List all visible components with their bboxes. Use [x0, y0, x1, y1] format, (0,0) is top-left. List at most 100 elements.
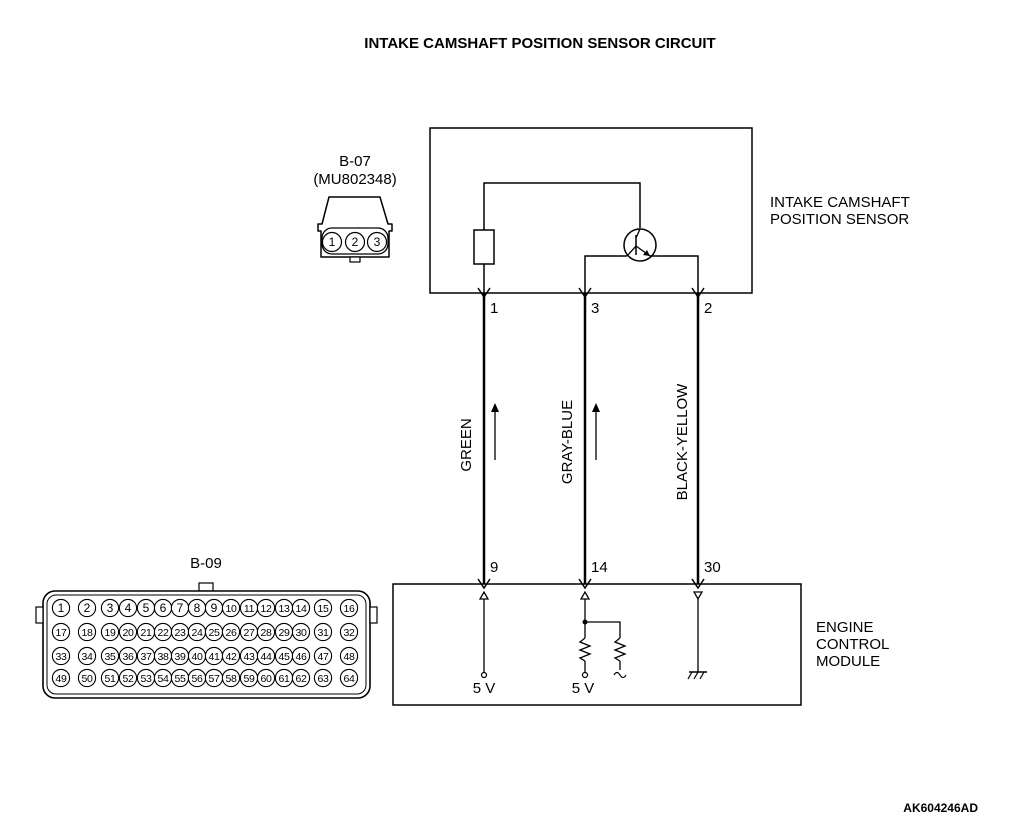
ecm-connector-id: B-09	[190, 555, 222, 572]
sensor-resistor-symbol	[473, 229, 495, 265]
ecm-connector-pin: 39	[174, 651, 186, 663]
ecm-box	[392, 583, 802, 706]
ecm-connector-pin: 8	[194, 601, 201, 615]
ecm-connector-pin: 14	[295, 603, 307, 615]
transistor-icon	[623, 228, 657, 262]
ecm-connector-pin: 29	[278, 627, 290, 639]
ecm-connector-pin-circle	[100, 668, 120, 688]
ecm-connector-pin-circle	[221, 598, 241, 618]
wire-green	[477, 287, 491, 590]
sensor-pin-number: 3	[591, 300, 599, 317]
ecm-connector-pin: 43	[243, 651, 255, 663]
ecm-connector-pin: 45	[278, 651, 290, 663]
ecm-connector-pin-circle	[256, 646, 276, 666]
ecm-connector-pin: 7	[177, 601, 184, 615]
ecm-connector-pin: 1	[58, 601, 65, 615]
ecm-connector-pin: 24	[191, 627, 203, 639]
ecm-connector-pin: 62	[295, 673, 307, 685]
ecm-connector-pin-circle	[313, 598, 333, 618]
ecm-name-line1: ENGINE	[816, 619, 874, 636]
ecm-connector-pin: 47	[317, 651, 329, 663]
ecm-connector-pin-circle	[100, 598, 120, 618]
ecm-connector-pin: 59	[243, 673, 255, 685]
wire-label-gray-blue: GRAY-BLUE	[559, 400, 576, 484]
ecm-connector-pin: 54	[157, 673, 169, 685]
ecm-connector-pin: 46	[295, 651, 307, 663]
ecm-connector-pin-circle	[291, 622, 311, 642]
ecm-supply-5v-label: 5 V	[572, 680, 595, 697]
sensor-pin-number: 2	[704, 300, 712, 317]
ecm-connector-pin: 40	[191, 651, 203, 663]
ecm-connector-pin: 55	[174, 673, 186, 685]
ecm-connector-pin-circle	[77, 598, 97, 618]
ecm-connector-pin: 33	[55, 651, 67, 663]
ecm-connector-pin: 25	[208, 627, 220, 639]
wire-black-yellow	[691, 287, 705, 590]
ecm-connector-pin-circle	[77, 622, 97, 642]
sensor-connector-icon	[317, 196, 393, 263]
ecm-connector-pin: 19	[104, 627, 116, 639]
ecm-pin-number: 30	[704, 559, 721, 576]
ecm-connector-pin: 9	[211, 601, 218, 615]
ecm-connector-pin-circle	[51, 646, 71, 666]
ecm-connector-pin: 36	[122, 651, 134, 663]
ecm-connector-pin: 4	[125, 601, 132, 615]
ecm-pin-number: 9	[490, 559, 498, 576]
ecm-connector-pin: 49	[55, 673, 67, 685]
ecm-connector-pin: 20	[122, 627, 134, 639]
ecm-connector-pin: 11	[244, 603, 255, 615]
ecm-connector-pin: 32	[343, 627, 355, 639]
ecm-connector-pin-circle	[221, 622, 241, 642]
ecm-connector-pin: 34	[81, 651, 93, 663]
ecm-connector-pin-circle	[118, 598, 138, 618]
ecm-connector-pin: 17	[55, 627, 67, 639]
ecm-connector-pin: 50	[81, 673, 93, 685]
ecm-connector-pin-circle	[100, 622, 120, 642]
sensor-pin-number: 1	[490, 300, 498, 317]
ecm-connector-pin-circle	[51, 598, 71, 618]
ecm-connector-pin-circle	[221, 668, 241, 688]
ecm-connector-pin: 52	[122, 673, 134, 685]
ecm-connector-pin-circle	[339, 668, 359, 688]
sensor-name-line1: INTAKE CAMSHAFT	[770, 194, 910, 211]
ecm-connector-pin: 31	[317, 627, 329, 639]
ecm-connector-pin-circle	[256, 598, 276, 618]
ecm-connector-pin: 15	[317, 603, 329, 615]
ecm-connector-pin: 44	[260, 651, 272, 663]
ecm-connector-pin: 63	[317, 673, 329, 685]
ecm-supply-5v-label: 5 V	[473, 680, 496, 697]
sensor-name-line2: POSITION SENSOR	[770, 211, 909, 228]
ecm-connector-pin: 48	[343, 651, 355, 663]
wire-label-black-yellow: BLACK-YELLOW	[674, 383, 691, 501]
ground-icon	[687, 671, 707, 680]
sensor-box	[429, 127, 753, 294]
ecm-connector-pin-circle	[100, 646, 120, 666]
ecm-connector-pin: 5	[143, 601, 150, 615]
ecm-connector-pin: 6	[160, 601, 167, 615]
ecm-connector-pin: 58	[225, 673, 237, 685]
ecm-connector-pin-circle	[313, 668, 333, 688]
sensor-connector-id: B-07	[339, 153, 371, 170]
ecm-connector-pin-circle	[291, 598, 311, 618]
ecm-connector-pin: 26	[225, 627, 237, 639]
ecm-connector-pin-circle	[221, 646, 241, 666]
ecm-connector-pin: 64	[343, 673, 355, 685]
figure-id: AK604246AD	[903, 801, 978, 815]
ecm-connector-pin: 38	[157, 651, 169, 663]
ecm-connector-pin-circle	[256, 668, 276, 688]
ecm-connector-pin: 60	[260, 673, 272, 685]
ecm-connector-pin-circle	[291, 646, 311, 666]
sensor-connector-part-number: (MU802348)	[313, 171, 396, 188]
ecm-connector-pin: 37	[140, 651, 152, 663]
diagram-title: INTAKE CAMSHAFT POSITION SENSOR CIRCUIT	[364, 35, 715, 52]
sensor-connector-pin: 3	[374, 235, 381, 249]
ecm-connector-pin-circle	[118, 622, 138, 642]
ecm-connector-pin: 61	[278, 673, 290, 685]
ecm-connector-pin-circle	[118, 646, 138, 666]
ecm-connector-pin: 27	[243, 627, 255, 639]
ecm-connector-pin: 57	[208, 673, 220, 685]
ecm-connector-pin: 42	[225, 651, 237, 663]
signal-arrow-icon	[491, 403, 499, 460]
